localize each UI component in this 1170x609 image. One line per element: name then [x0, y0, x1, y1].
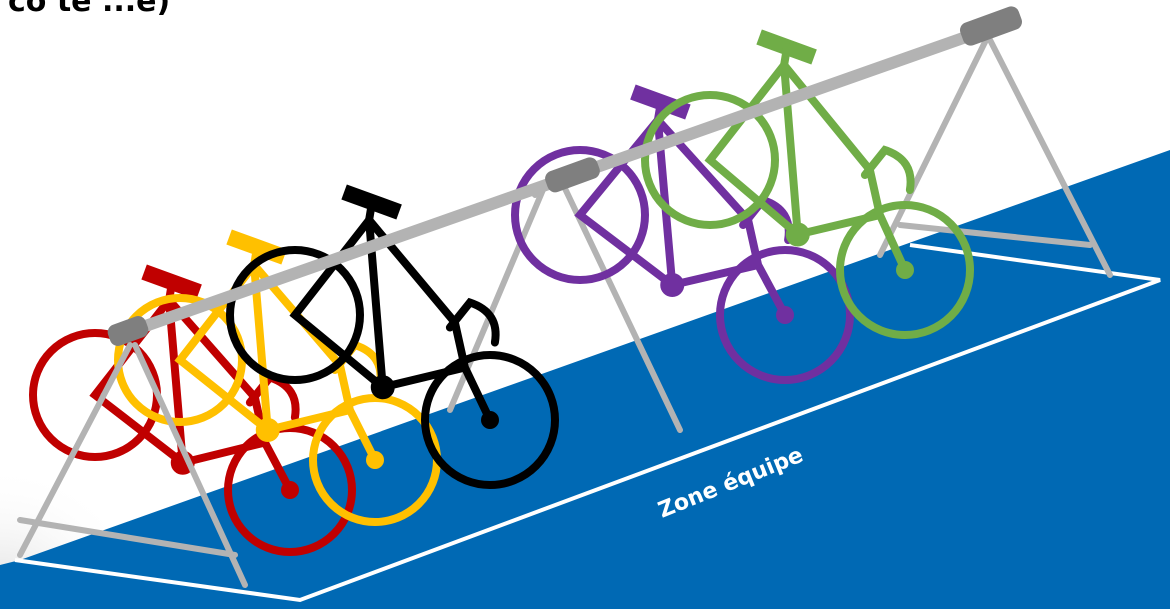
rack-cap-middle — [543, 155, 602, 194]
crank — [664, 277, 680, 293]
crank — [375, 379, 391, 395]
crank — [260, 422, 276, 438]
crank — [790, 227, 806, 243]
